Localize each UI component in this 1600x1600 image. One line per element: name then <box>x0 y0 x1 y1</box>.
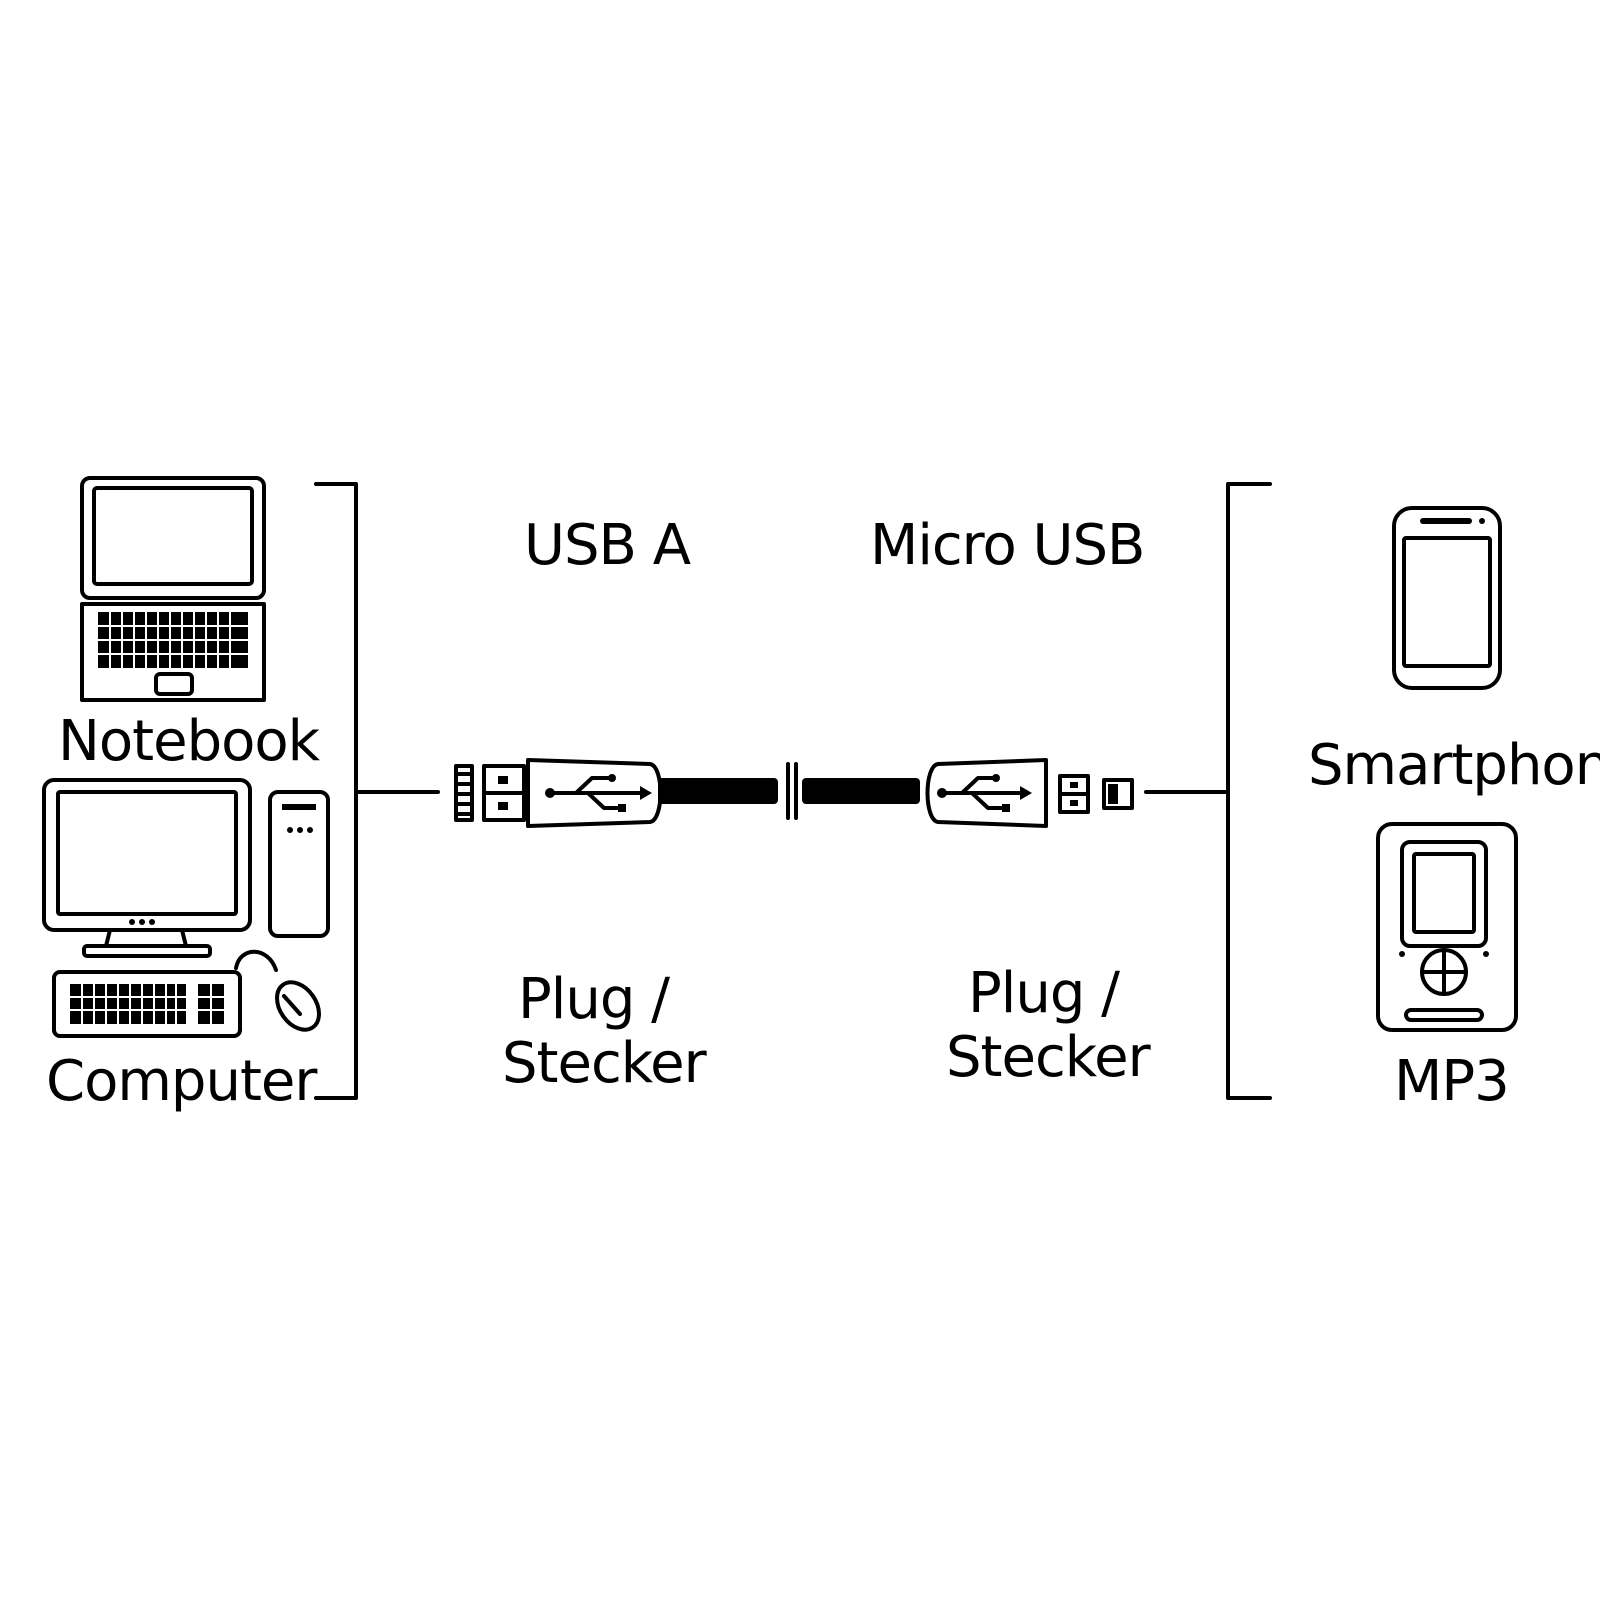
usb-symbol-icon <box>937 774 1032 812</box>
notebook-label: Notebook <box>58 709 321 774</box>
usb-a-label: USB A <box>524 513 691 578</box>
laptop-icon <box>80 476 266 702</box>
micro-usb-label: Micro USB <box>870 513 1144 578</box>
smartphone-icon <box>1392 506 1502 690</box>
smartphone-label: Smartphone <box>1308 733 1600 798</box>
computer-label: Computer <box>46 1049 318 1114</box>
usb-symbol-icon <box>545 774 652 812</box>
micro-usb-plug-icon <box>925 758 1134 828</box>
mp3-label: MP3 <box>1394 1049 1509 1114</box>
right-plug-label-line2: Stecker <box>946 1025 1152 1090</box>
right-bracket <box>1226 482 1272 1100</box>
right-plug-label-line1: Plug / <box>968 961 1120 1026</box>
laptop-keyboard <box>98 612 248 668</box>
usb-a-plug-icon <box>454 758 663 828</box>
mp3-player-icon <box>1376 822 1518 1032</box>
left-plug-label-line2: Stecker <box>502 1031 708 1096</box>
desktop-keyboard <box>52 970 242 1038</box>
cable-icon <box>658 762 920 820</box>
left-plug-label-line1: Plug / <box>518 967 670 1032</box>
desktop-computer-icon <box>42 778 330 1038</box>
